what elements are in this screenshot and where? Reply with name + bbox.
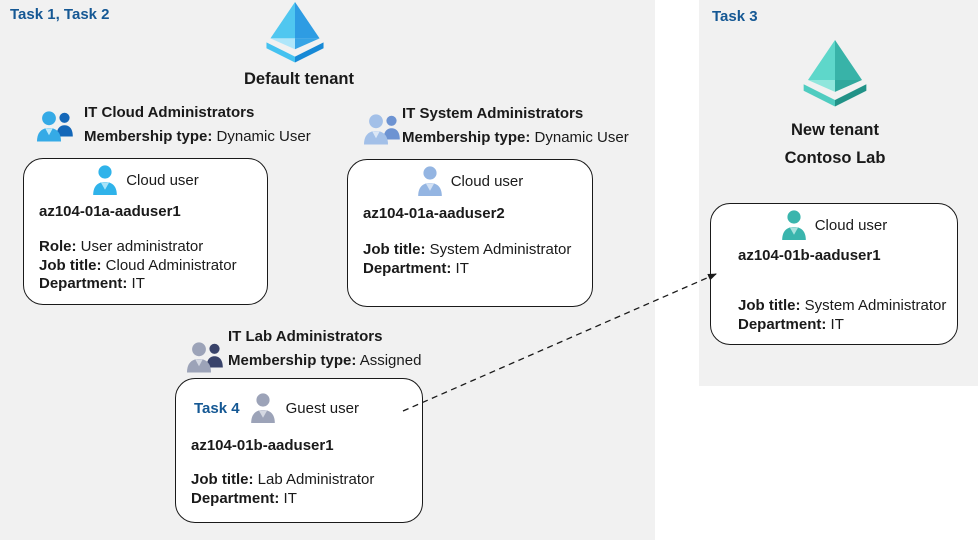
field-label: Job title: — [191, 471, 254, 488]
field-value: System Administrator — [429, 241, 572, 258]
cloud-user-icon — [781, 210, 807, 241]
field-label: Department: — [39, 275, 128, 292]
field-value: User administrator — [80, 238, 204, 255]
group-title: IT Lab Administrators — [228, 328, 383, 345]
field-label: Job title: — [738, 297, 801, 314]
user-field-department: Department: IT — [363, 260, 571, 279]
field-value: IT — [283, 489, 297, 507]
field-label: Department: — [191, 489, 280, 507]
membership-type-value: Dynamic User — [534, 129, 629, 146]
field-label: Department: — [738, 315, 827, 333]
membership-type-value: Dynamic User — [216, 128, 311, 145]
user-card-header: Cloud user — [348, 166, 592, 197]
field-value: Lab Administrator — [257, 471, 375, 488]
default-tenant-title: Default tenant — [243, 70, 354, 88]
field-value: Cloud Administrator — [105, 256, 237, 274]
membership-type-label: Membership type: — [228, 352, 357, 369]
user-fields: Job title: Lab Administrator Department:… — [191, 471, 374, 508]
user-card: Task 4 Guest user az104-01b-aaduser1 Job… — [175, 378, 423, 523]
user-card-header: Task 4 Guest user — [194, 393, 359, 424]
username: az104-01a-aaduser1 — [39, 203, 181, 220]
username: az104-01b-aaduser1 — [191, 437, 334, 454]
task-1-2-label: Task 1, Task 2 — [10, 6, 110, 23]
user-field-job-title: Job title: Lab Administrator — [191, 471, 374, 490]
user-fields: Job title: System Administrator Departme… — [738, 297, 946, 334]
azure-ad-tenant-icon — [800, 40, 870, 107]
user-field-department: Department: IT — [191, 490, 374, 509]
field-label: Job title: — [363, 241, 426, 258]
user-card-header: Cloud user — [711, 210, 957, 241]
user-type-label: Guest user — [285, 400, 359, 417]
user-card: Cloud user az104-01a-aaduser1 Role: User… — [23, 158, 268, 305]
user-type-label: Cloud user — [450, 173, 524, 190]
username: az104-01b-aaduser1 — [738, 247, 881, 264]
group-title: IT Cloud Administrators — [84, 104, 255, 121]
group-title: IT System Administrators — [402, 105, 584, 122]
user-field-job-title: Job title: Cloud Administrator — [39, 257, 237, 276]
field-value: System Administrator — [804, 297, 947, 314]
user-type-label: Cloud user — [814, 217, 888, 234]
field-label: Job title: — [39, 256, 102, 274]
task-4-label: Task 4 — [194, 400, 240, 417]
group-icon — [186, 340, 226, 373]
user-field-role: Role: User administrator — [39, 238, 237, 257]
user-field-department: Department: IT — [39, 275, 237, 294]
user-fields: Role: User administrator Job title: Clou… — [39, 238, 237, 294]
user-field-department: Department: IT — [738, 316, 946, 335]
user-type-label: Cloud user — [126, 172, 199, 189]
guest-user-icon — [250, 393, 276, 424]
user-card-header: Cloud user — [24, 165, 267, 196]
username: az104-01a-aaduser2 — [363, 205, 505, 222]
user-card: Cloud user az104-01a-aaduser2 Job title:… — [347, 159, 593, 307]
membership-type-label: Membership type: — [402, 129, 531, 146]
user-field-job-title: Job title: System Administrator — [738, 297, 946, 316]
group-icon — [36, 109, 76, 142]
user-field-job-title: Job title: System Administrator — [363, 241, 571, 260]
membership-type: Membership type: Assigned — [228, 352, 421, 369]
field-label: Role: — [39, 238, 77, 255]
field-value: IT — [830, 315, 844, 333]
cloud-user-icon — [417, 166, 443, 197]
new-tenant-title-line2: Contoso Lab — [784, 149, 886, 167]
field-label: Department: — [363, 259, 452, 277]
membership-type: Membership type: Dynamic User — [402, 129, 629, 146]
cloud-user-icon — [92, 165, 118, 196]
group-icon — [363, 112, 403, 145]
field-value: IT — [131, 275, 145, 292]
new-tenant-title-line1: New tenant — [790, 121, 879, 139]
user-fields: Job title: System Administrator Departme… — [363, 241, 571, 278]
membership-type-label: Membership type: — [84, 128, 213, 145]
new-tenant-title: New tenant Contoso Lab — [745, 121, 925, 168]
azure-ad-tenant-icon — [263, 2, 327, 63]
membership-type-value: Assigned — [359, 352, 422, 369]
membership-type: Membership type: Dynamic User — [84, 128, 311, 145]
user-card: Cloud user az104-01b-aaduser1 Job title:… — [710, 203, 958, 345]
field-value: IT — [455, 259, 469, 277]
task-3-label: Task 3 — [712, 8, 758, 25]
